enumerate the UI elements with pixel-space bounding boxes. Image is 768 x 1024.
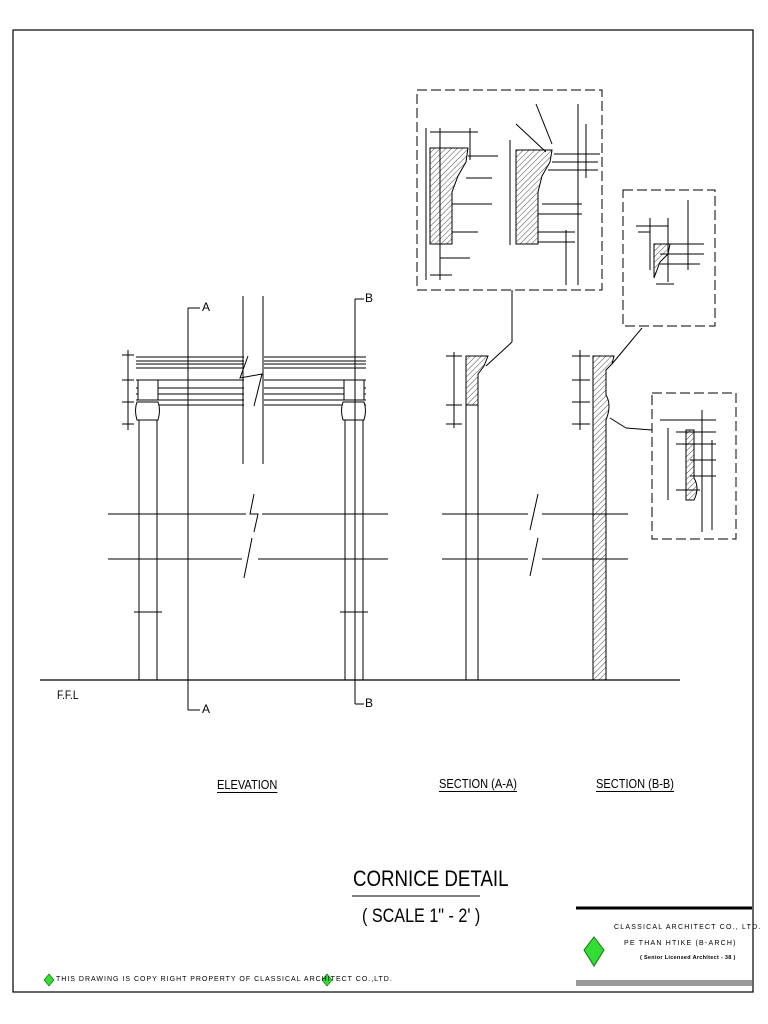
- copyright-left-icon: [43, 973, 55, 987]
- architect-name: PE THAN HTIKE (B-ARCH): [624, 940, 737, 947]
- copyright-right-icon: [321, 973, 333, 987]
- architect-license: ( Senior Licensed Architect - 38 ): [640, 955, 736, 961]
- detail-box-a: [416, 89, 603, 291]
- section-a-view: [442, 290, 628, 680]
- sheet-border: [12, 29, 754, 993]
- section-b-label: SECTION (B-B): [596, 776, 674, 791]
- detail-box-b-capital: [651, 392, 737, 540]
- title-block: [576, 906, 752, 986]
- section-b-view: [572, 327, 653, 681]
- company-logo-icon: [583, 936, 605, 967]
- drawing-scale: ( SCALE 1" - 2' ): [362, 906, 481, 927]
- section-mark-a-bottom: A: [202, 702, 211, 716]
- copyright-notice: THIS DRAWING IS COPY RIGHT PROPERTY OF C…: [56, 976, 393, 983]
- elevation-label: ELEVATION: [217, 777, 278, 792]
- drawing-title: CORNICE DETAIL: [353, 866, 509, 891]
- section-a-label: SECTION (A-A): [439, 776, 517, 791]
- floor-level-label: F.F.L: [57, 688, 79, 702]
- section-mark-a-top: A: [202, 300, 211, 314]
- company-name: CLASSICAL ARCHITECT CO., LTD.: [614, 924, 762, 931]
- elevation-view: [108, 296, 388, 711]
- section-mark-b-bottom: B: [365, 696, 374, 710]
- section-mark-b-top: B: [365, 291, 374, 305]
- detail-box-b-top: [622, 189, 716, 327]
